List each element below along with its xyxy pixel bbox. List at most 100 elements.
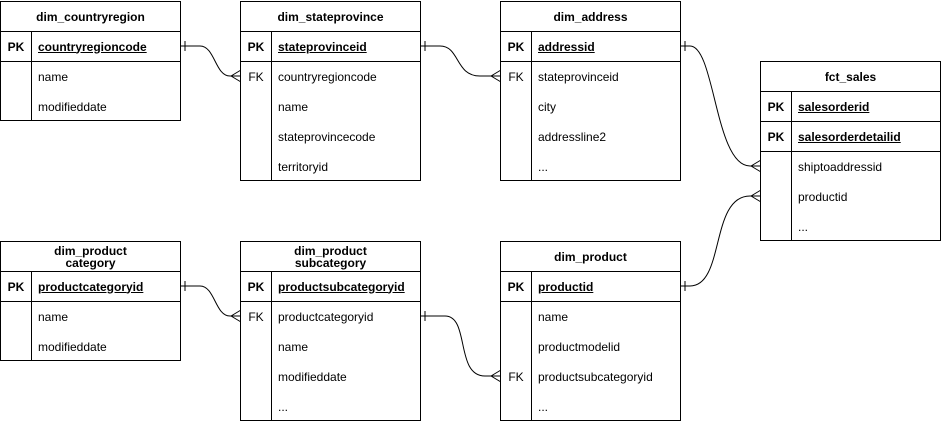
fk-marker: FK xyxy=(248,70,264,84)
attribute-row[interactable]: name xyxy=(241,92,420,122)
attribute-row[interactable]: name xyxy=(501,302,680,332)
attribute-row[interactable]: name xyxy=(1,302,180,332)
attribute-field-name: productsubcategoryid xyxy=(538,370,653,384)
attribute-row[interactable]: shiptoaddressid xyxy=(761,152,940,182)
relationship-countryregion-stateprovince xyxy=(181,41,242,83)
fk-marker xyxy=(241,122,271,152)
relationship-productcategory-productsubcategory xyxy=(181,281,242,323)
attribute-row[interactable]: FK stateprovinceid xyxy=(501,62,680,92)
attribute-row[interactable]: ... xyxy=(501,152,680,182)
attribute-section: name modifieddate xyxy=(1,302,180,361)
attribute-field-name: name xyxy=(278,100,309,114)
attribute-field-name: name xyxy=(38,310,69,324)
fk-marker: FK xyxy=(508,70,524,84)
attribute-field-name: modifieddate xyxy=(278,370,347,384)
attribute-section: FK stateprovinceid city addressline2... xyxy=(501,62,680,181)
fk-marker xyxy=(761,212,791,242)
attribute-row[interactable]: modifieddate xyxy=(1,92,180,122)
attribute-row[interactable]: stateprovincecode xyxy=(241,122,420,152)
entity-title: dim_product xyxy=(501,242,680,272)
fk-marker xyxy=(241,152,271,182)
attribute-field-name: modifieddate xyxy=(38,340,107,354)
attribute-row[interactable]: modifieddate xyxy=(1,332,180,362)
pk-field-name: salesorderdetailid xyxy=(798,129,901,144)
attribute-row[interactable]: ... xyxy=(501,392,680,422)
attribute-row[interactable]: productmodelid xyxy=(501,332,680,362)
relationship-address-fct-sales xyxy=(681,41,762,173)
pk-marker: PK xyxy=(7,39,25,54)
pk-field-name: productsubcategoryid xyxy=(278,279,405,294)
pk-field-name: countryregioncode xyxy=(38,39,147,54)
attribute-row[interactable]: modifieddate xyxy=(241,362,420,392)
attribute-field-name: productid xyxy=(798,190,848,204)
pk-row[interactable]: PK stateprovinceid xyxy=(241,32,420,62)
fk-marker: FK xyxy=(508,370,524,384)
fk-marker xyxy=(241,92,271,122)
attribute-field-name: addressline2 xyxy=(538,130,607,144)
attribute-field-name: ... xyxy=(278,400,289,414)
pk-marker: PK xyxy=(247,39,265,54)
entity-title: dim_countryregion xyxy=(1,2,180,32)
pk-marker: PK xyxy=(767,129,785,144)
attribute-field-name: ... xyxy=(538,400,549,414)
fk-marker xyxy=(501,332,531,362)
relationship-stateprovince-address xyxy=(421,41,502,83)
attribute-row[interactable]: FK productsubcategoryid xyxy=(501,362,680,392)
attribute-row[interactable]: ... xyxy=(761,212,940,242)
entity-title: dim_address xyxy=(501,2,680,32)
fk-marker xyxy=(241,332,271,362)
fk-marker xyxy=(241,362,271,392)
attribute-field-name: name xyxy=(38,70,69,84)
relationship-product-fct-sales xyxy=(681,189,762,291)
attribute-field-name: name xyxy=(278,340,309,354)
attribute-row[interactable]: name xyxy=(241,332,420,362)
attribute-section: shiptoaddressid productid... xyxy=(761,152,940,241)
pk-field-name: productid xyxy=(538,279,594,294)
pk-row[interactable]: PK salesorderdetailid xyxy=(761,122,940,152)
fk-marker xyxy=(761,182,791,212)
attribute-row[interactable]: addressline2 xyxy=(501,122,680,152)
attribute-field-name: productcategoryid xyxy=(278,310,374,324)
pk-marker: PK xyxy=(767,99,785,114)
attribute-row[interactable]: ... xyxy=(241,392,420,422)
attribute-field-name: productmodelid xyxy=(538,340,621,354)
primary-key-section: PK productsubcategoryid xyxy=(241,272,420,302)
fk-marker xyxy=(761,152,791,182)
fk-marker xyxy=(501,152,531,182)
attribute-row[interactable]: territoryid xyxy=(241,152,420,182)
attribute-row[interactable]: name xyxy=(1,62,180,92)
fk-marker xyxy=(1,302,31,332)
pk-row[interactable]: PK countryregioncode xyxy=(1,32,180,62)
pk-row[interactable]: PK productsubcategoryid xyxy=(241,272,420,302)
fk-marker xyxy=(1,332,31,362)
fk-marker xyxy=(501,122,531,152)
primary-key-section: PK stateprovinceid xyxy=(241,32,420,62)
fk-marker xyxy=(1,92,31,122)
fk-marker xyxy=(501,392,531,422)
pk-marker: PK xyxy=(247,279,265,294)
attribute-field-name: stateprovinceid xyxy=(538,70,619,84)
attribute-row[interactable]: productid xyxy=(761,182,940,212)
pk-field-name: stateprovinceid xyxy=(278,39,367,54)
pk-marker: PK xyxy=(7,279,25,294)
attribute-row[interactable]: city xyxy=(501,92,680,122)
pk-marker: PK xyxy=(507,39,525,54)
attribute-field-name: ... xyxy=(538,160,549,174)
